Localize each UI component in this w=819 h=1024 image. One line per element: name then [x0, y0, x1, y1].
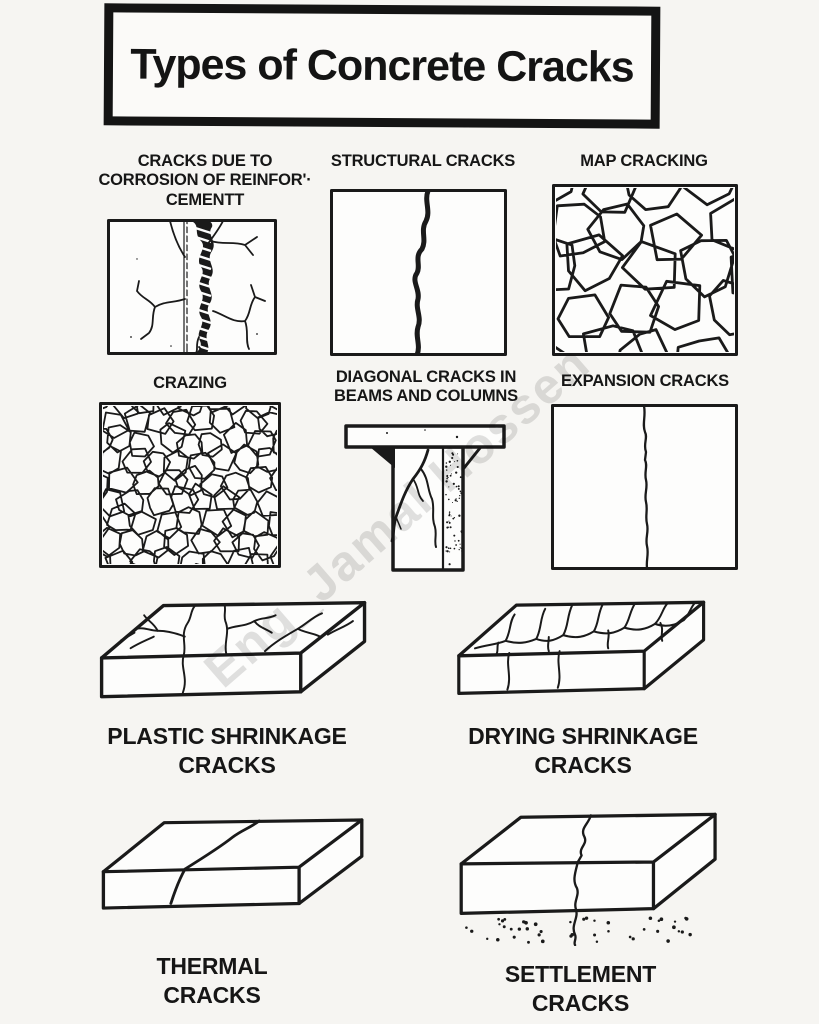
label-line: CRACKS [178, 751, 276, 778]
label-line: CRACKS DUE TO [137, 152, 273, 170]
map-cracking-figure [552, 184, 738, 356]
expansion-figure [551, 404, 738, 570]
label-line: THERMAL [156, 953, 268, 979]
crazing-figure [99, 402, 281, 568]
label-corrosion: CRACKS DUE TO CORROSION OF REINFOR'· CEM… [80, 152, 330, 210]
label-line: CRACKS [534, 751, 632, 778]
label-line: SETTLEMENT [504, 961, 657, 987]
label-map-cracking: MAP CRACKING [556, 152, 732, 171]
corrosion-figure [107, 219, 277, 355]
label-line: EXPANSION CRACKS [561, 372, 729, 390]
label-line: DIAGONAL CRACKS IN [335, 368, 517, 386]
settlement-figure [450, 806, 730, 946]
label-drying: DRYING SHRINKAGE CRACKS [448, 722, 718, 779]
label-line: CRACKS [531, 989, 630, 1016]
label-line: STRUCTURAL CRACKS [330, 152, 516, 170]
plastic-shrinkage-figure [90, 592, 380, 718]
label-thermal: THERMAL CRACKS [92, 952, 332, 1009]
page-title: Types of Concrete Cracks [130, 39, 634, 92]
label-crazing: CRAZING [100, 374, 280, 393]
label-line: CRACKS [163, 981, 261, 1008]
label-line: DRYING SHRINKAGE [468, 723, 698, 749]
beam-column-figure [337, 421, 513, 572]
label-plastic: PLASTIC SHRINKAGE CRACKS [92, 722, 362, 779]
label-line: CEMENTT [165, 190, 245, 209]
label-line: CORROSION OF REINFOR'· [98, 171, 312, 190]
structural-figure [330, 189, 507, 356]
label-structural: STRUCTURAL CRACKS [328, 152, 518, 171]
thermal-figure [92, 810, 377, 928]
label-line: PLASTIC SHRINKAGE [107, 723, 347, 749]
label-line: MAP CRACKING [580, 152, 708, 170]
label-diagonal: DIAGONAL CRACKS IN BEAMS AND COLUMNS [326, 368, 526, 407]
label-line: BEAMS AND COLUMNS [334, 387, 518, 406]
label-expansion: EXPANSION CRACKS [550, 372, 740, 391]
drying-shrinkage-figure [448, 592, 718, 714]
label-line: CRAZING [153, 374, 227, 392]
label-settlement: SETTLEMENT CRACKS [448, 960, 713, 1017]
title-box: Types of Concrete Cracks [103, 3, 661, 129]
